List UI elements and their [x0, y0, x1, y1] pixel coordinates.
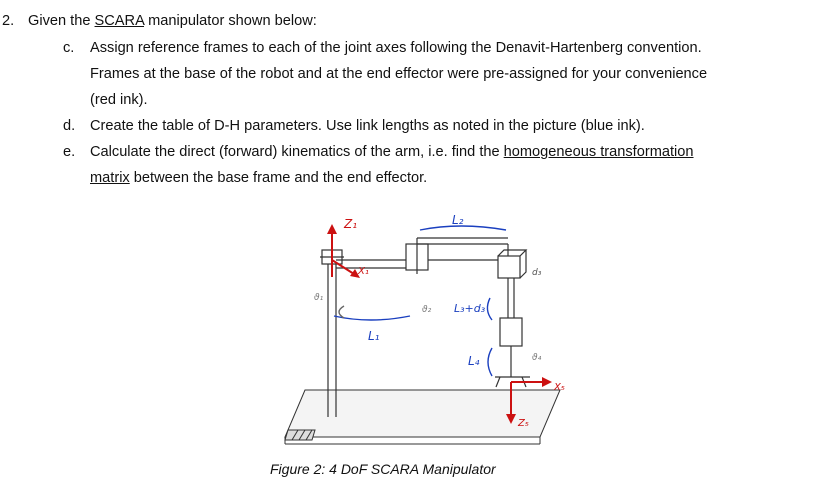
wrist-joint	[495, 317, 530, 388]
l3-d3-label: L₃+d₃	[454, 302, 486, 315]
upper-arm	[336, 237, 508, 274]
figure-caption: Figure 2: 4 DoF SCARA Manipulator	[270, 461, 496, 477]
item-e-marker: e.	[63, 144, 76, 160]
theta1-label: ϑ₁	[314, 293, 324, 303]
scara-figure: Z₁ X₁ L₁ L₂ L₃+d₃ L₄ d₃ X₅ Z₅ ϑ₁ ϑ₂ ϑ₄	[284, 213, 565, 445]
intro-suffix: manipulator shown below:	[144, 13, 317, 29]
length-brackets	[333, 225, 507, 377]
theta4-label: ϑ₄	[532, 353, 542, 363]
frame-1	[327, 224, 360, 278]
d3-label: d₃	[532, 268, 542, 278]
x5-label: X₅	[553, 382, 565, 393]
item-c-line-3: (red ink).	[90, 92, 148, 108]
item-c-line-2: Frames at the base of the robot and at t…	[90, 66, 708, 82]
z5-label: Z₅	[517, 418, 529, 429]
intro-prefix: Given the	[28, 13, 95, 29]
l1-label: L₁	[368, 329, 380, 343]
z1-label: Z₁	[343, 217, 357, 231]
l4-label: L₄	[468, 354, 480, 368]
item-d-marker: d.	[63, 118, 76, 134]
item-e-suffix: between the base frame and the end effec…	[129, 170, 428, 186]
frame-5	[506, 377, 552, 424]
question-intro: Given the SCARA manipulator shown below:	[28, 12, 317, 30]
item-c-line-1: Assign reference frames to each of the j…	[90, 40, 702, 56]
homogeneous-transformation-link[interactable]: homogeneous transformation	[503, 144, 694, 160]
base-platform	[284, 389, 561, 445]
matrix-link[interactable]: matrix	[90, 170, 130, 186]
l2-label: L₂	[452, 213, 464, 227]
item-e-prefix: Calculate the direct (forward) kinematic…	[90, 144, 504, 160]
question-number: 2.	[2, 13, 15, 29]
item-d-line-1: Create the table of D-H parameters. Use …	[90, 118, 645, 134]
item-e-line-1: Calculate the direct (forward) kinematic…	[90, 143, 694, 161]
x1-label: X₁	[357, 266, 369, 277]
item-e-line-2: matrix between the base frame and the en…	[90, 169, 427, 187]
scara-link[interactable]: SCARA	[94, 13, 145, 29]
theta2-label: ϑ₂	[422, 305, 432, 315]
prismatic-joint	[497, 244, 528, 320]
item-c-marker: c.	[63, 40, 75, 56]
